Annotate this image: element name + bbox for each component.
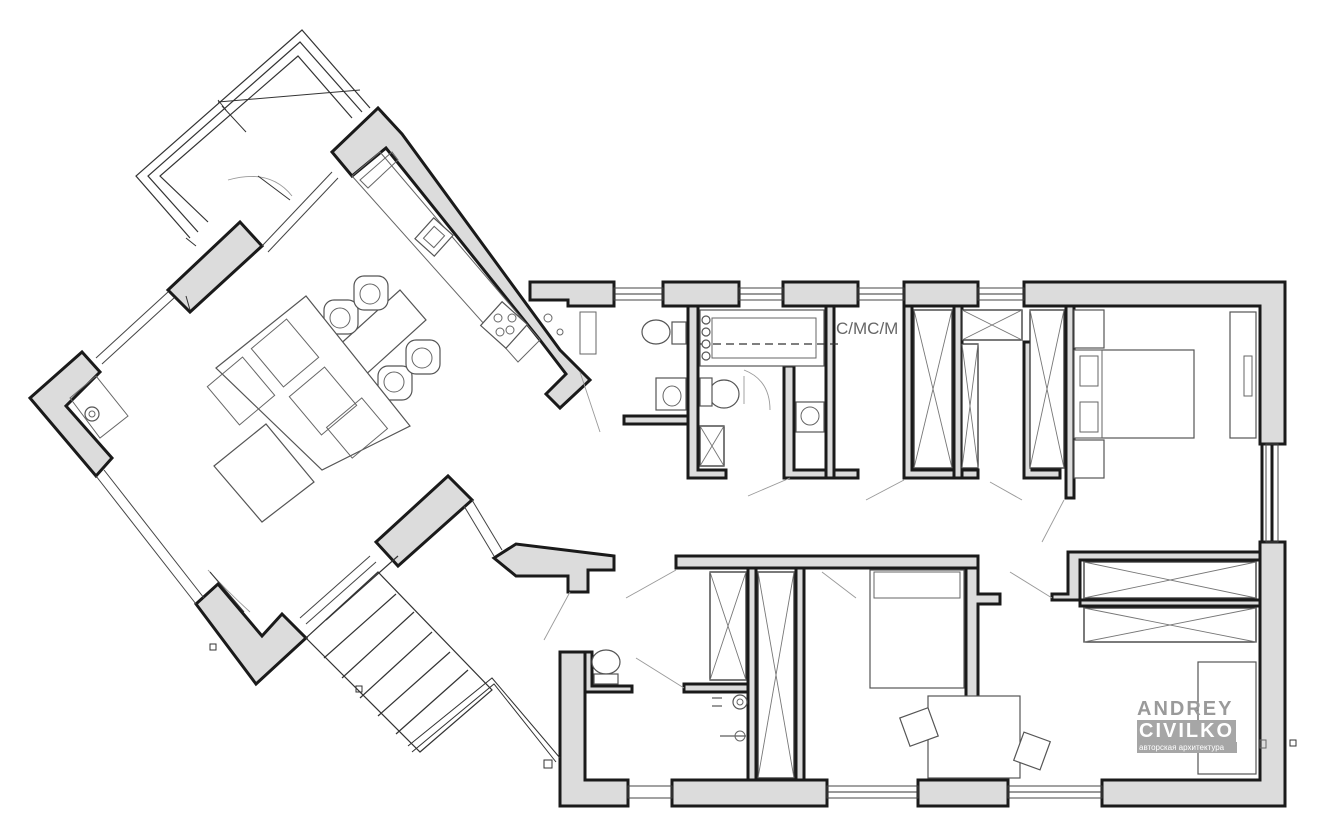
master-bedroom-furniture [1073,309,1257,479]
coffee-table [213,423,315,523]
kitchen-counter [351,151,597,363]
living-wing-windows [95,171,503,625]
sofa [206,295,411,471]
bedroom-three-furniture [1197,661,1267,775]
exterior-walls [528,280,1287,808]
bedroom-two-furniture [869,569,1052,779]
architect-watermark: ANDREY CIVILKO авторская архитектура [1137,698,1249,753]
dining-set [323,275,441,401]
terrace-top [135,29,371,247]
bath-fixtures: C/MC/M [699,309,898,433]
wc-fixtures [641,319,771,467]
interior-walls-top [622,304,1076,500]
watermark-line2: CIVILKO [1137,720,1237,742]
small-wc-fixtures [591,649,748,742]
laundry-label: C/MC/M [836,319,898,338]
door-swings-living [185,295,251,613]
wardrobes-top [913,309,1065,469]
wardrobes-bottom [709,561,1257,779]
fireplace [69,375,129,439]
exterior-stair [305,555,561,769]
watermark-tagline: авторская архитектура [1137,742,1237,753]
living-wing-walls [27,105,616,687]
top-windows [613,287,1279,799]
watermark-line1: ANDREY [1137,698,1234,720]
door-swings [209,371,1297,747]
